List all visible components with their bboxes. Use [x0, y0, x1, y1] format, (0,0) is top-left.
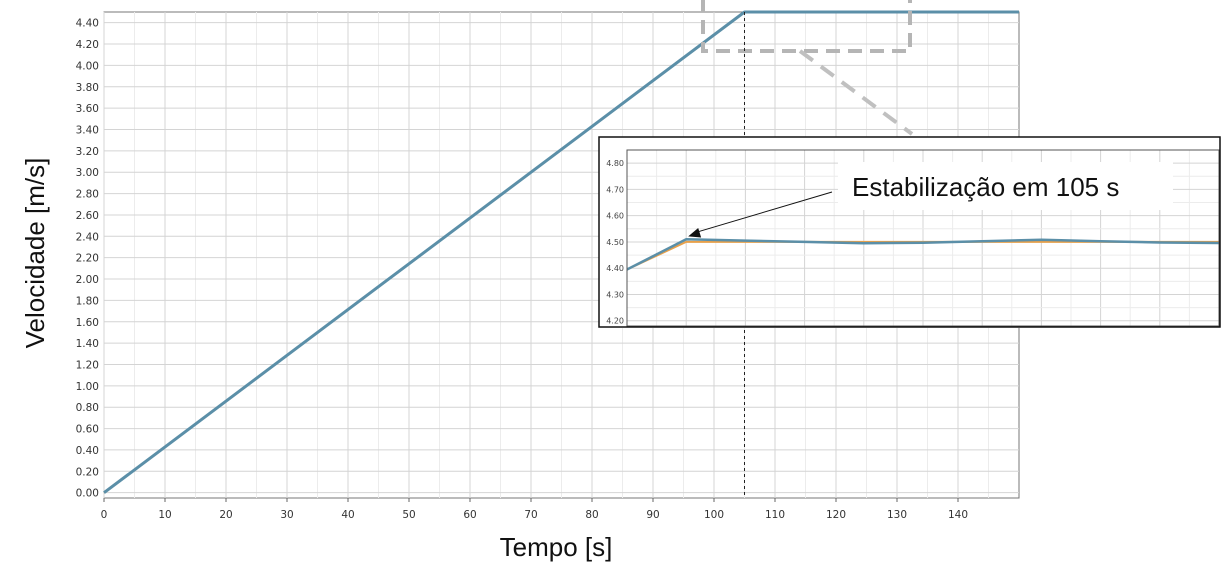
x-tick-label: 20	[219, 509, 232, 521]
inset-y-tick-label: 4.60	[606, 212, 624, 221]
inset-y-tick-label: 4.40	[606, 264, 624, 273]
x-tick-label: 90	[646, 509, 659, 521]
y-axis-title: Velocidade [m/s]	[20, 158, 50, 349]
x-tick-label: 10	[158, 509, 171, 521]
y-tick-label: 3.20	[76, 146, 99, 158]
y-tick-label: 3.40	[76, 124, 99, 136]
x-tick-label: 70	[524, 509, 537, 521]
inset-y-tick-label: 4.80	[606, 159, 624, 168]
y-tick-label: 0.00	[76, 488, 99, 500]
y-tick-label: 0.80	[76, 402, 99, 414]
x-tick-label: 0	[101, 509, 108, 521]
inset-series-line	[626, 238, 1220, 271]
y-tick-label: 2.80	[76, 189, 99, 201]
y-tick-label: 1.80	[76, 295, 99, 307]
x-tick-label: 140	[948, 509, 968, 521]
x-tick-label: 40	[341, 509, 354, 521]
x-tick-label: 100	[704, 509, 724, 521]
y-tick-label: 2.20	[76, 253, 99, 265]
y-tick-label: 4.00	[76, 60, 99, 72]
main-tick-labels: 0 10 20 30 40 50 60 70 80 90 100 110 120 130 140 0.00 0.…	[76, 18, 968, 521]
x-tick-label: 110	[765, 509, 785, 521]
y-tick-label: 1.40	[76, 338, 99, 350]
inset-y-tick-label: 4.70	[606, 185, 624, 194]
y-tick-label: 2.60	[76, 210, 99, 222]
annotation-arrow	[696, 191, 833, 233]
x-tick-label: 80	[585, 509, 598, 521]
y-tick-label: 2.40	[76, 231, 99, 243]
y-tick-label: 3.80	[76, 82, 99, 94]
x-tick-label: 60	[463, 509, 476, 521]
inset-y-tick-label: 4.20	[606, 317, 624, 326]
y-tick-label: 0.20	[76, 466, 99, 478]
y-tick-label: 3.60	[76, 103, 99, 115]
y-tick-label: 0.60	[76, 424, 99, 436]
y-tick-label: 1.60	[76, 317, 99, 329]
annotation-background	[838, 162, 1173, 210]
annotation-text: Estabilização em 105 s	[852, 172, 1119, 202]
x-tick-label: 30	[280, 509, 293, 521]
y-tick-label: 4.20	[76, 39, 99, 51]
zoom-selection-box	[701, 0, 912, 53]
y-tick-label: 1.20	[76, 359, 99, 371]
inset-y-tick-label: 4.50	[606, 238, 624, 247]
x-axis-title: Tempo [s]	[500, 532, 613, 562]
inset-series	[626, 238, 1220, 271]
annotation-arrowhead	[688, 228, 702, 238]
y-tick-label: 4.40	[76, 18, 99, 30]
y-tick-label: 0.40	[76, 445, 99, 457]
inset-tick-labels: 4.20 4.30 4.40 4.50 4.60 4.70 4.80	[606, 159, 624, 326]
inset-frame	[598, 136, 1221, 328]
inset-plot-area	[626, 149, 1220, 327]
y-tick-label: 3.00	[76, 167, 99, 179]
x-tick-label: 120	[826, 509, 846, 521]
y-tick-label: 2.00	[76, 274, 99, 286]
x-tick-label: 50	[402, 509, 415, 521]
x-tick-label: 130	[887, 509, 907, 521]
y-tick-label: 1.00	[76, 381, 99, 393]
zoom-connector-line	[798, 49, 914, 136]
inset-y-tick-label: 4.30	[606, 290, 624, 299]
